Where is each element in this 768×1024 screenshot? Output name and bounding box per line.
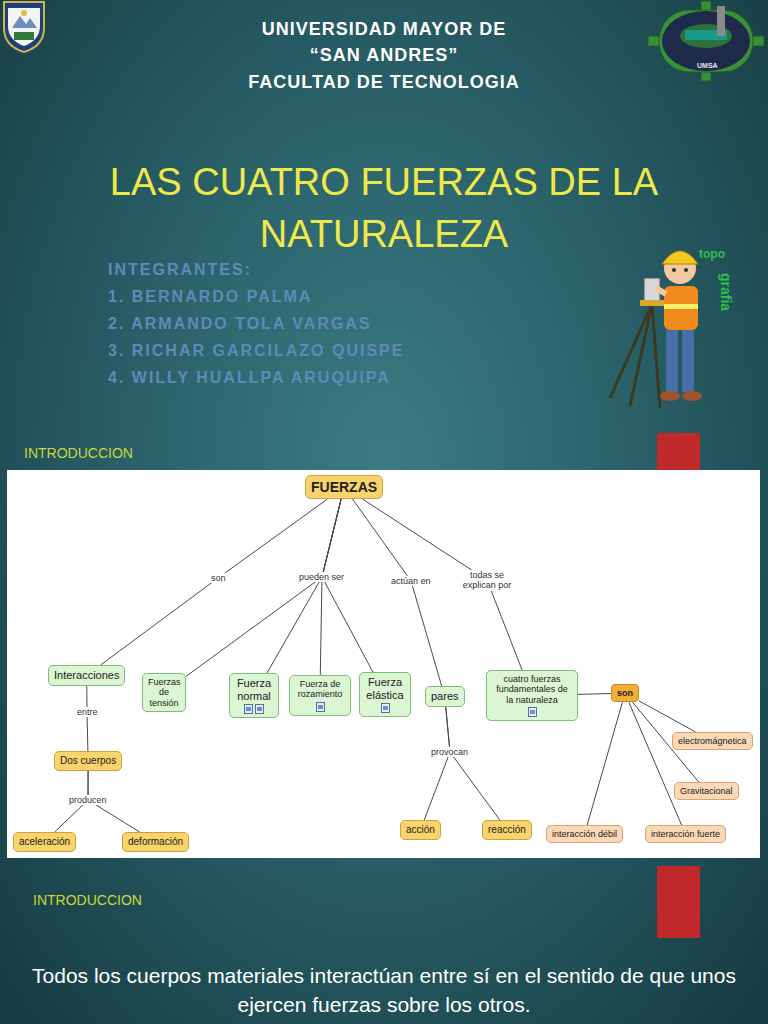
member-name: 3. RICHAR GARCILAZO QUISPE [108, 342, 404, 360]
concept-box: Gravitacional [674, 782, 739, 800]
faculty-logo [645, 0, 767, 82]
concept-box: Fuerza elástica [359, 672, 411, 717]
node-text: interacción fuerte [651, 829, 720, 839]
attachment-icon [244, 704, 253, 714]
section-heading: INTRODUCCION [24, 445, 133, 461]
attachment-icon [316, 702, 325, 712]
linking-phrase: actúan en [389, 576, 433, 586]
node-text: son [617, 688, 633, 698]
node-text: acción [406, 824, 435, 836]
node-text: electromágnetica [678, 736, 747, 746]
logo-text: grafia [718, 273, 734, 311]
node-text: Fuerzas de tensión [148, 677, 180, 708]
concept-box: pares [425, 686, 465, 707]
attachment-icons [492, 707, 572, 717]
concept-box: deformación [122, 832, 189, 852]
connector-line [320, 499, 341, 675]
member-name: 2. ARMANDO TOLA VARGAS [108, 315, 372, 333]
node-text: deformación [128, 836, 183, 848]
concept-box: son [611, 684, 639, 702]
attachment-icons [365, 703, 405, 713]
connector-line [578, 693, 611, 695]
connector-line [101, 499, 328, 665]
main-concept-box: FUERZAS [305, 475, 383, 499]
concept-box: Fuerza de rozamiento [289, 675, 351, 716]
linking-phrase: producen [67, 795, 109, 805]
attachment-icons [295, 702, 345, 712]
member-name: 4. WILLY HUALLPA ARUQUIPA [108, 369, 391, 387]
attachment-icon [528, 707, 537, 717]
intro-text: Todos los cuerpos materiales interactúan… [14, 961, 754, 1019]
attachment-icon [255, 704, 264, 714]
concept-box: Fuerza normal [229, 673, 279, 718]
node-text: interacción débil [552, 829, 617, 839]
concept-box: reacción [482, 820, 532, 840]
node-text: Interacciones [54, 669, 119, 682]
node-text: Dos cuerpos [60, 755, 116, 767]
node-text: Fuerza normal [235, 677, 273, 702]
university-name: “SAN ANDRES” [134, 45, 634, 66]
concept-box: Fuerzas de tensión [142, 673, 186, 712]
concept-box: Interacciones [48, 665, 125, 686]
node-text: Fuerza de rozamiento [295, 679, 345, 700]
linking-phrase: provocan [429, 747, 470, 757]
linking-phrase: entre [75, 707, 100, 717]
concept-box: cuatro fuerzas fundamentales de la natur… [486, 670, 578, 721]
university-seal [0, 0, 48, 54]
connector-line [353, 499, 442, 686]
connector-line [87, 686, 88, 751]
linking-phrase: son [209, 573, 228, 583]
surveyor-illustration [600, 238, 710, 414]
connector-line [629, 702, 682, 825]
node-text: pares [431, 690, 459, 703]
concept-map-panel [7, 470, 760, 858]
node-text: aceleración [19, 836, 70, 848]
attachment-icons [235, 704, 273, 714]
logo-text: topo [699, 247, 725, 261]
node-text: Gravitacional [680, 786, 733, 796]
concept-box: acción [400, 820, 441, 840]
member-name: 1. BERNARDO PALMA [108, 288, 312, 306]
node-text: reacción [488, 824, 526, 836]
connector-line [587, 702, 622, 825]
concept-box: electromágnetica [672, 732, 753, 750]
linking-phrase: todas se explican por [453, 570, 521, 591]
university-name: UNIVERSIDAD MAYOR DE [134, 19, 634, 40]
connector-line [186, 499, 341, 676]
node-text: cuatro fuerzas fundamentales de la natur… [492, 674, 572, 705]
concept-box: Dos cuerpos [54, 751, 122, 771]
section-heading: INTRODUCCION [33, 892, 142, 908]
logo-text: UMSA [697, 62, 718, 69]
node-text: FUERZAS [311, 479, 377, 495]
concept-box: interacción débil [546, 825, 623, 843]
linking-phrase: pueden ser [297, 572, 346, 582]
connector-line [363, 499, 522, 670]
faculty-name: FACULTAD DE TECNOLOGIA [134, 72, 634, 93]
red-bar [657, 433, 700, 473]
attachment-icon [381, 703, 390, 713]
members-heading: INTEGRANTES: [108, 261, 252, 279]
connector-line [322, 499, 373, 672]
concept-box: interacción fuerte [645, 825, 726, 843]
connector-line [446, 707, 500, 820]
node-text: Fuerza elástica [365, 676, 405, 701]
slide-title: LAS CUATRO FUERZAS DE LA NATURALEZA [64, 156, 704, 260]
red-bar [657, 866, 700, 938]
connector-line [639, 701, 696, 732]
concept-box: aceleración [13, 832, 76, 852]
connector-line [267, 499, 341, 673]
connector-line [424, 707, 450, 820]
